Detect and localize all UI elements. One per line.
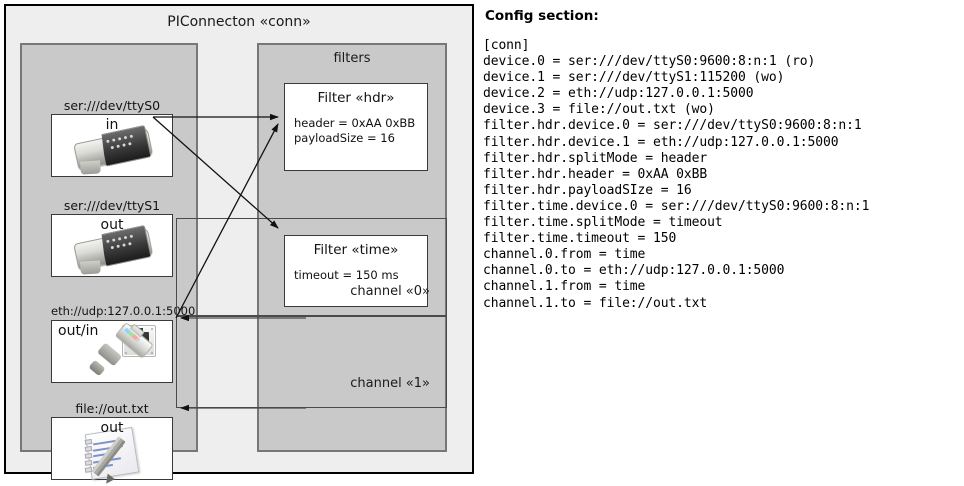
device-node-eth[interactable]: eth://udp:127.0.0.1:5000 out/in [51,303,196,383]
connector-diagram: PIConnecton «conn» ser:///dev/ttyS0 in [4,4,474,486]
device-box[interactable]: in [51,114,173,177]
filter-node-hdr[interactable]: Filter «hdr» header = 0xAA 0xBB payloadS… [284,83,428,171]
channel-label: channel «0» [350,284,430,299]
device-label: eth://udp:127.0.0.1:5000 [51,304,196,318]
device-direction: out [100,420,124,436]
filter-title: Filter «time» [313,242,399,258]
channel-box-1[interactable]: channel «1» [176,316,447,408]
device-direction: in [105,117,119,133]
filter-properties: header = 0xAA 0xBB payloadSize = 16 [294,116,416,145]
device-label: ser:///dev/ttyS1 [63,198,161,213]
device-label: file://out.txt [75,401,149,416]
diagram-title: PIConnecton «conn» [167,14,311,30]
filters-panel-title: filters [333,51,371,66]
device-label: ser:///dev/ttyS0 [63,98,161,113]
filter-title: Filter «hdr» [317,90,395,106]
filter-properties: timeout = 150 ms [294,268,399,282]
device-direction: out/in [58,323,99,339]
device-node-file[interactable]: file://out.txt out [51,400,173,486]
device-direction: out [100,217,124,233]
devices-panel: ser:///dev/ttyS0 in ser:///dev/ttyS1 [20,43,198,486]
filters-panel: filters Filter «hdr» header = 0xAA 0xBB … [257,43,447,452]
device-box[interactable]: out/in [51,320,173,383]
device-box[interactable]: out [51,214,173,277]
channel-label: channel «1» [350,376,430,391]
config-section-heading: Config section: [485,8,599,24]
filter-node-time[interactable]: Filter «time» timeout = 150 ms [284,235,428,307]
device-node-ttys0[interactable]: ser:///dev/ttyS0 in [51,97,173,177]
device-box[interactable]: out [51,417,173,486]
channel-box-0[interactable]: channel «0» [176,218,447,316]
config-section-body: [conn] device.0 = ser:///dev/ttyS0:9600:… [483,38,870,311]
device-node-ttys1[interactable]: ser:///dev/ttyS1 out [51,197,173,277]
ethernet-jack-icon [88,321,170,381]
config-section: Config section: [conn] device.0 = ser://… [483,8,961,312]
